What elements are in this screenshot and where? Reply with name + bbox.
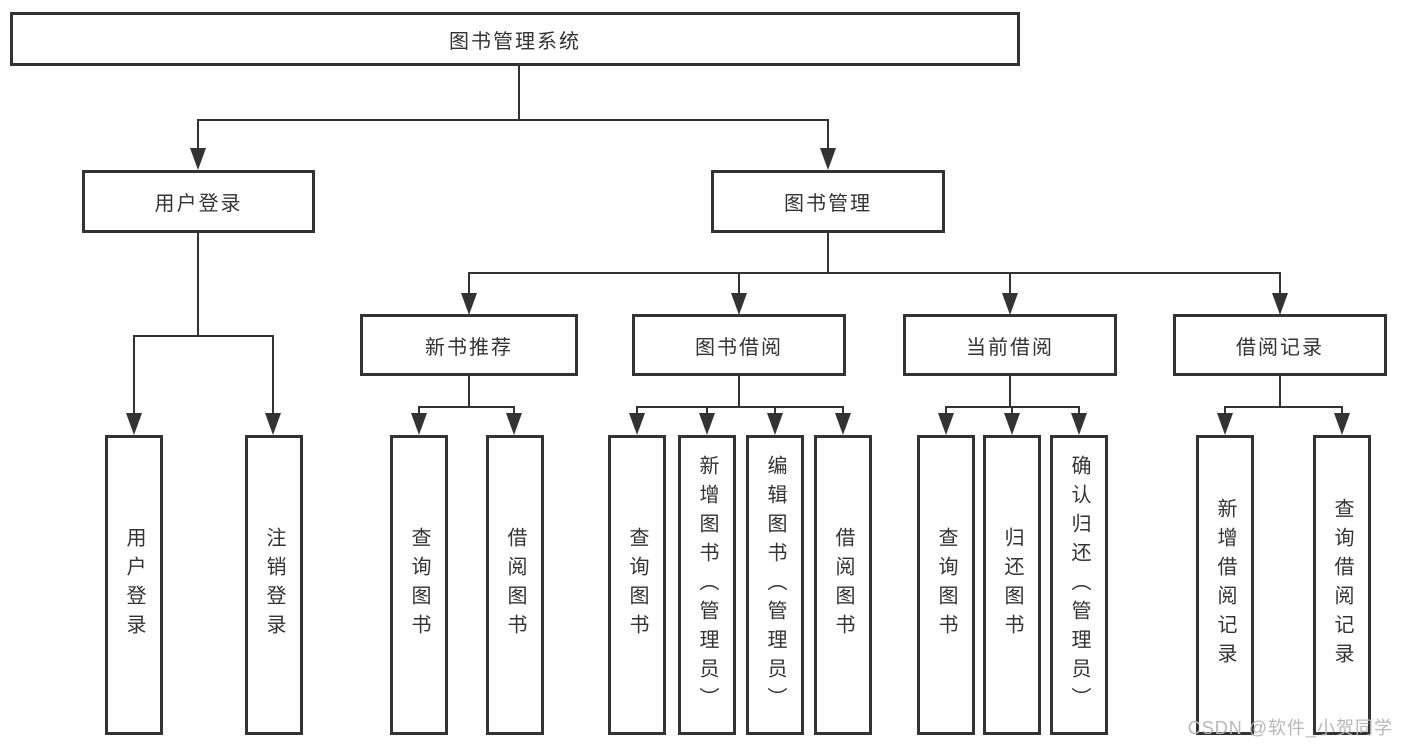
leaf-logout: 注销登录 [245, 435, 303, 735]
arrowhead-down-icon [265, 413, 281, 435]
leaf-edit-books-admin-label: 编辑图书（管理员） [764, 454, 786, 716]
connector-line [1009, 376, 1011, 407]
connector-line [827, 119, 829, 152]
node-root-label: 图书管理系统 [449, 30, 581, 53]
node-book-management-label: 图书管理 [784, 193, 872, 215]
connector-line [468, 376, 470, 407]
arrowhead-down-icon [767, 413, 783, 435]
arrowhead-down-icon [506, 413, 522, 435]
connector-line [738, 376, 740, 407]
connector-line [133, 335, 274, 337]
connector-line [1341, 406, 1343, 418]
arrowhead-down-icon [1071, 413, 1087, 435]
leaf-query-borrow-record: 查询借阅记录 [1313, 435, 1371, 735]
node-book-borrow-label: 图书借阅 [695, 336, 783, 359]
connector-line [468, 272, 1281, 274]
connector-line [827, 233, 829, 274]
arrowhead-down-icon [835, 413, 851, 435]
node-new-book-recommend-label: 新书推荐 [425, 336, 513, 359]
connector-line [468, 272, 470, 298]
arrowhead-down-icon [1217, 413, 1233, 435]
leaf-confirm-return-admin: 确认归还（管理员） [1050, 435, 1108, 735]
leaf-edit-books-admin: 编辑图书（管理员） [746, 435, 804, 735]
leaf-add-borrow-record-label: 新增借阅记录 [1214, 498, 1236, 672]
connector-line [1224, 406, 1226, 418]
leaf-recommend-borrow-books-label: 借阅图书 [504, 527, 526, 643]
leaf-user-login: 用户登录 [105, 435, 163, 735]
connector-line [197, 119, 829, 121]
connector-line [1279, 376, 1281, 407]
connector-line [418, 406, 420, 418]
leaf-current-query-books-label: 查询图书 [935, 527, 957, 643]
connector-line [197, 119, 199, 152]
leaf-user-login-label: 用户登录 [123, 527, 145, 643]
leaf-add-borrow-record: 新增借阅记录 [1196, 435, 1254, 735]
connector-line [513, 406, 515, 418]
arrowhead-down-icon [190, 148, 206, 170]
arrowhead-down-icon [731, 293, 747, 315]
connector-line [774, 406, 776, 418]
arrowhead-down-icon [1004, 413, 1020, 435]
leaf-recommend-query-books-label: 查询图书 [408, 527, 430, 643]
node-user-login-label: 用户登录 [154, 193, 243, 215]
leaf-borrow-books: 借阅图书 [814, 435, 872, 735]
leaf-add-books-admin-label: 新增图书（管理员） [696, 454, 718, 716]
connector-line [1078, 406, 1080, 418]
connector-line [518, 66, 520, 120]
node-borrow-record: 借阅记录 [1173, 314, 1387, 376]
leaf-confirm-return-admin-label: 确认归还（管理员） [1068, 454, 1090, 716]
node-root-system: 图书管理系统 [10, 12, 1020, 66]
arrowhead-down-icon [411, 413, 427, 435]
connector-line [1279, 272, 1281, 298]
leaf-query-borrow-record-label: 查询借阅记录 [1331, 498, 1353, 672]
connector-line [197, 233, 199, 337]
arrowhead-down-icon [699, 413, 715, 435]
connector-line [842, 406, 844, 418]
arrowhead-down-icon [1334, 413, 1350, 435]
node-current-borrow-label: 当前借阅 [966, 336, 1054, 359]
node-current-borrow: 当前借阅 [903, 314, 1117, 376]
csdn-watermark: CSDN @软件_小贺同学 [1187, 718, 1393, 738]
node-book-management: 图书管理 [711, 170, 945, 233]
arrowhead-down-icon [126, 413, 142, 435]
node-user-login: 用户登录 [82, 170, 315, 233]
leaf-current-query-books: 查询图书 [917, 435, 975, 735]
leaf-borrow-query-books: 查询图书 [608, 435, 666, 735]
leaf-borrow-books-label: 借阅图书 [832, 527, 854, 643]
arrowhead-down-icon [629, 413, 645, 435]
leaf-recommend-query-books: 查询图书 [390, 435, 448, 735]
leaf-borrow-query-books-label: 查询图书 [626, 527, 648, 643]
leaf-return-books-label: 归还图书 [1001, 527, 1023, 643]
arrowhead-down-icon [938, 413, 954, 435]
node-new-book-recommend: 新书推荐 [360, 314, 578, 376]
connector-line [636, 406, 843, 408]
node-borrow-record-label: 借阅记录 [1236, 336, 1324, 359]
connector-line [1009, 272, 1011, 298]
leaf-return-books: 归还图书 [983, 435, 1041, 735]
connector-line [272, 335, 274, 417]
leaf-add-books-admin: 新增图书（管理员） [678, 435, 736, 735]
connector-line [945, 406, 947, 418]
node-book-borrow: 图书借阅 [632, 314, 846, 376]
arrowhead-down-icon [1002, 293, 1018, 315]
arrowhead-down-icon [820, 148, 836, 170]
arrowhead-down-icon [461, 293, 477, 315]
arrowhead-down-icon [1272, 293, 1288, 315]
connector-line [636, 406, 638, 418]
connector-line [418, 406, 515, 408]
connector-line [738, 272, 740, 298]
connector-line [1011, 406, 1013, 418]
connector-line [133, 335, 135, 417]
connector-line [706, 406, 708, 418]
leaf-recommend-borrow-books: 借阅图书 [486, 435, 544, 735]
connector-line [1224, 406, 1342, 408]
leaf-logout-label: 注销登录 [263, 527, 285, 643]
